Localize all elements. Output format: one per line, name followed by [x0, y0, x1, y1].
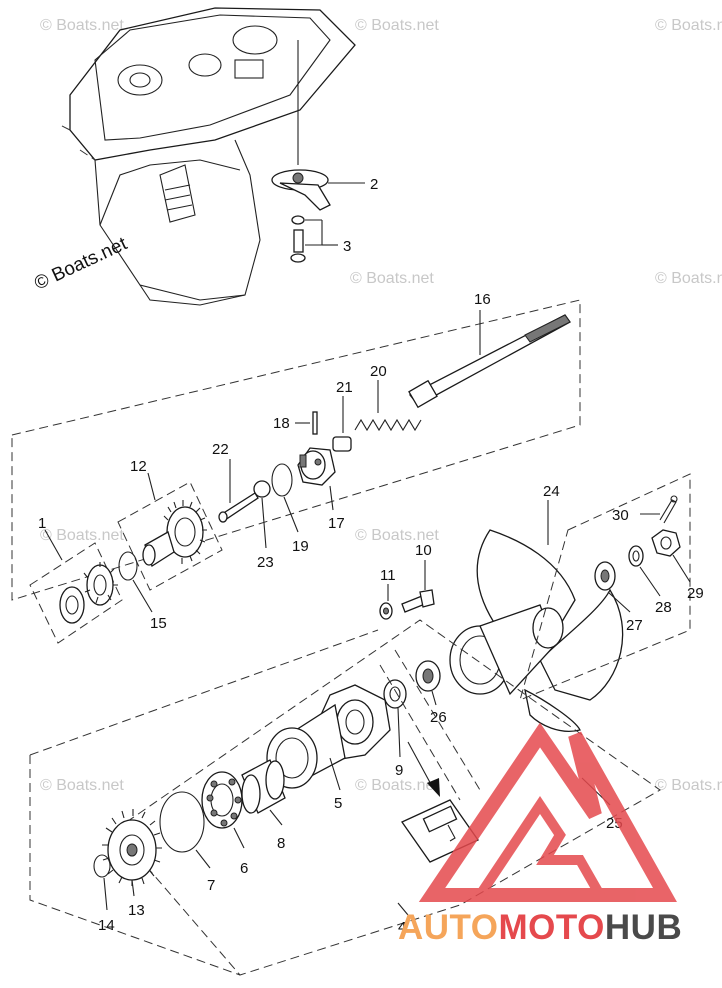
spacer-part-27[interactable]: 27	[594, 561, 643, 634]
callout-11: 11	[380, 567, 396, 584]
callout-24: 24	[543, 483, 560, 500]
callout-1: 1	[38, 515, 46, 532]
callout-28: 28	[655, 599, 672, 616]
reverse-gear-part-13[interactable]: 13	[102, 809, 162, 919]
bolt-part-10[interactable]: 10	[401, 542, 435, 613]
watermark-text: © Boats.net	[40, 777, 124, 794]
brand-text-auto: AUTO	[398, 908, 499, 947]
callout-4: 4	[398, 919, 406, 936]
automotohub-wordmark: AUTOMOTOHUB	[398, 908, 682, 947]
callout-26: 26	[430, 709, 447, 726]
callout-23: 23	[257, 554, 274, 571]
callout-19: 19	[292, 538, 309, 555]
shim-part-15[interactable]: 15	[118, 551, 167, 632]
automotohub-logo	[418, 722, 677, 902]
dog-clutch-part-17[interactable]: 17	[297, 447, 345, 532]
watermark-text: © Boats.net	[355, 527, 439, 544]
watermark-text: © Boats.net	[655, 270, 722, 287]
drive-shaft-part-16[interactable]: 16	[408, 291, 571, 409]
watermark-text: © Boats.net	[655, 777, 722, 794]
bearing-group-1[interactable]: 1	[29, 515, 123, 644]
svg-text:AUTOMOTOHUB: AUTOMOTOHUB	[398, 908, 682, 947]
callout-30: 30	[612, 507, 629, 524]
forward-gear-group-12[interactable]: 12	[117, 458, 223, 591]
brand-text-moto: MOTO	[499, 908, 605, 947]
watermark-text: © Boats.net	[355, 777, 439, 794]
plunger-part-21[interactable]: 21	[332, 379, 353, 452]
boundary-driveshaft	[11, 299, 581, 601]
washer-part-28[interactable]: 28	[628, 545, 672, 616]
callout-17: 17	[328, 515, 345, 532]
washer-part-11[interactable]: 11	[379, 567, 396, 620]
brand-text-hub: HUB	[605, 908, 682, 947]
callout-21: 21	[336, 379, 353, 396]
o-ring-part-7[interactable]: 7	[159, 791, 215, 894]
callout-9: 9	[395, 762, 403, 779]
callout-29: 29	[687, 585, 704, 602]
cotter-pin-part-30[interactable]: 30	[612, 495, 678, 524]
callout-13: 13	[128, 902, 145, 919]
callout-27: 27	[626, 617, 643, 634]
watermark-text: © Boats.net	[40, 527, 124, 544]
needle-bearing-part-8[interactable]: 8	[241, 759, 286, 852]
ball-part-23[interactable]: 23	[253, 480, 274, 571]
callout-5: 5	[334, 795, 342, 812]
shift-slider-part-22[interactable]: 22	[212, 441, 259, 523]
ball-bearing-part-6[interactable]: 6	[201, 771, 248, 877]
spring-part-20[interactable]: 20	[354, 363, 422, 432]
boundary-prop-hardware	[519, 473, 691, 701]
propeller-part-24[interactable]: 24	[449, 483, 624, 732]
callout-12: 12	[130, 458, 147, 475]
watermark-text: © Boats.net	[350, 270, 434, 287]
watermark-text: © Boats.net	[40, 17, 124, 34]
primary-watermark: © Boats.net	[31, 233, 131, 294]
callout-20: 20	[370, 363, 387, 380]
seal-part-26[interactable]: 26	[415, 660, 447, 726]
watermark-text: © Boats.net	[355, 17, 439, 34]
callout-16: 16	[474, 291, 491, 308]
lower-casing	[59, 7, 356, 306]
callout-10: 10	[415, 542, 432, 559]
boundary-lower-left	[29, 755, 241, 976]
callout-15: 15	[150, 615, 167, 632]
anode-part-2[interactable]: 2	[271, 40, 378, 211]
callout-8: 8	[277, 835, 285, 852]
callout-6: 6	[240, 860, 248, 877]
oil-seal-part-9[interactable]: 9	[379, 649, 481, 801]
callout-7: 7	[207, 877, 215, 894]
callout-14: 14	[98, 917, 115, 934]
pin-part-18[interactable]: 18	[273, 411, 318, 435]
callout-22: 22	[212, 441, 229, 458]
shim-part-14[interactable]: 14	[93, 854, 115, 934]
callout-group-4: 4	[397, 902, 409, 936]
boundary-lower-link	[29, 629, 379, 756]
callout-3: 3	[343, 238, 351, 255]
watermark-text: © Boats.net	[655, 17, 722, 34]
bolt-part-3[interactable]: 3	[290, 215, 351, 263]
nut-part-29[interactable]: 29	[651, 529, 704, 602]
callout-2: 2	[370, 176, 378, 193]
watermarks: © Boats.net © Boats.net © Boats.net © Bo…	[31, 17, 722, 794]
boundary-shaft-housing-4	[114, 619, 661, 976]
clip-part-19[interactable]: 19	[271, 463, 309, 555]
callout-18: 18	[273, 415, 290, 432]
